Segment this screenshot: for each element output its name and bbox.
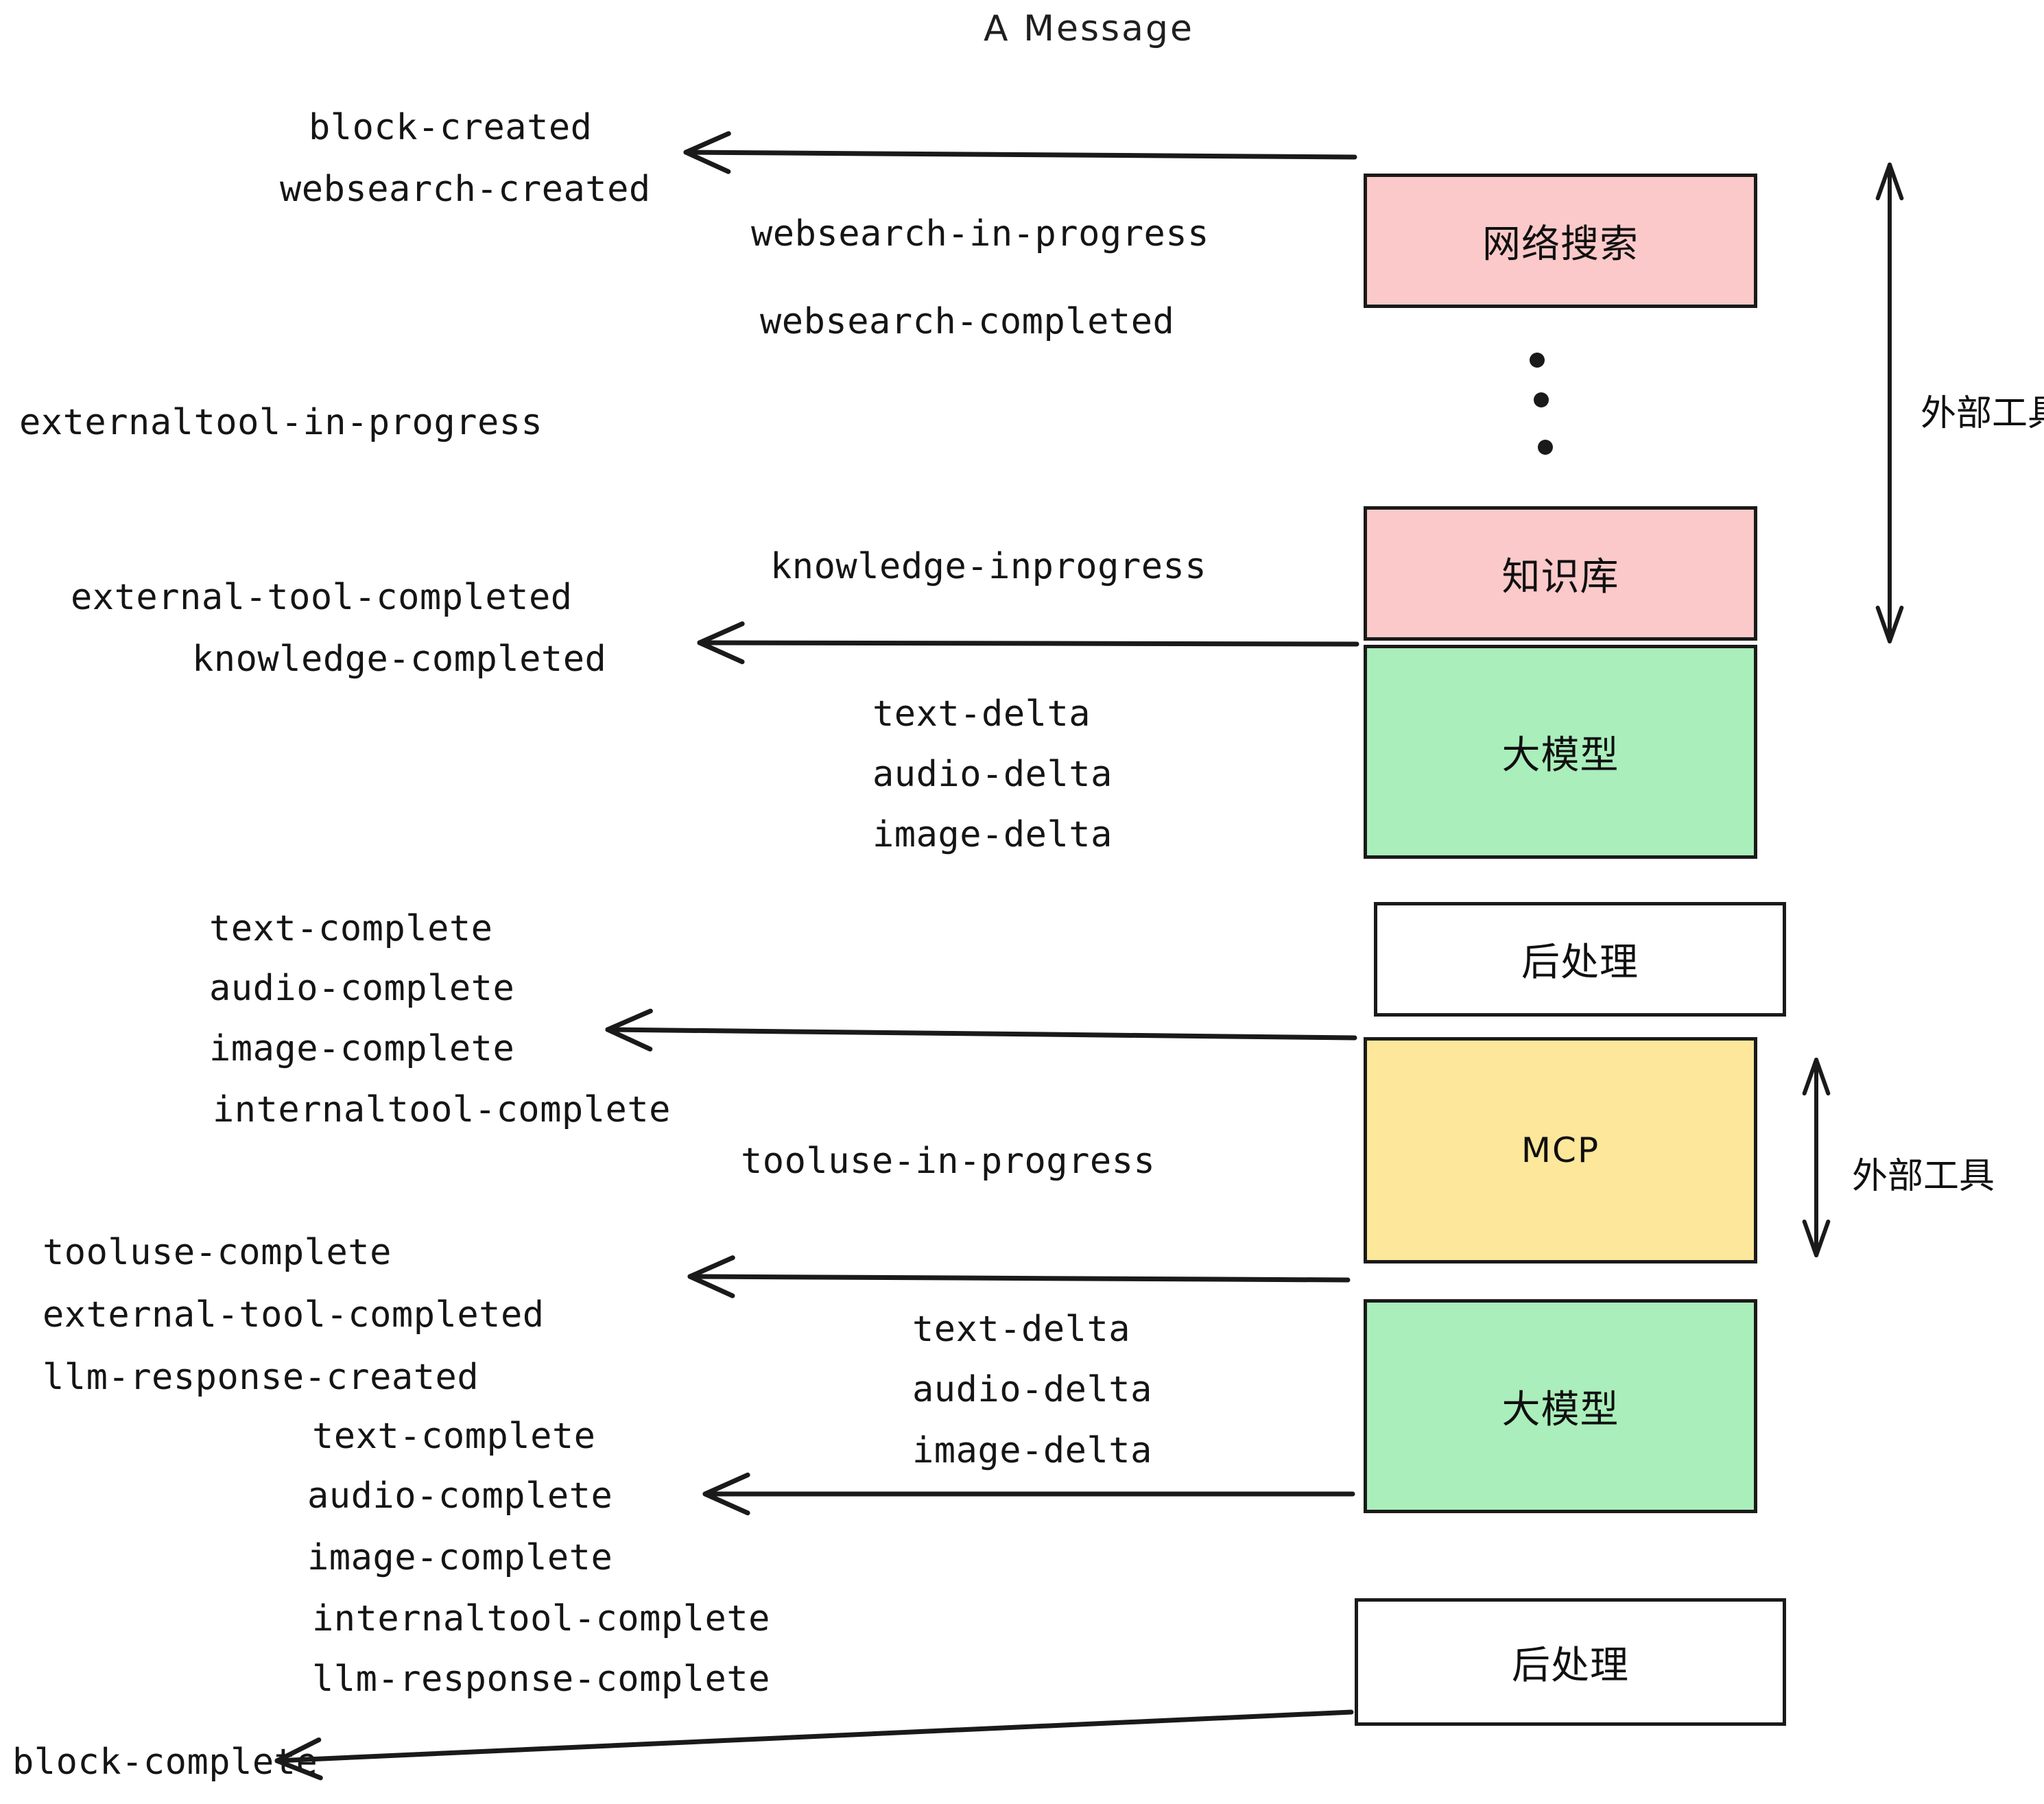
external-tools-bottom-head-up: [1802, 1058, 1831, 1096]
event-label-image-delta-2: image-delta: [912, 1430, 1152, 1471]
event-label-audio-complete-2: audio-complete: [307, 1475, 613, 1517]
arrow-block-complete-shaft: [274, 1709, 1354, 1764]
event-label-tooluse-in-progress: tooluse-in-progress: [741, 1141, 1156, 1182]
arrow-audio-complete-head: [702, 1472, 750, 1516]
event-label-internaltool-complete-1: internaltool-complete: [213, 1089, 671, 1130]
event-label-audio-delta-2: audio-delta: [912, 1369, 1152, 1410]
external-tools-top-head-down: [1875, 605, 1904, 643]
arrow-knowledge-completed-shaft: [697, 640, 1359, 647]
event-label-externaltool-in-progress: externaltool-in-progress: [19, 402, 543, 443]
ellipsis-dot: [1538, 440, 1553, 455]
arrow-tooluse-complete-head: [687, 1255, 735, 1298]
external-tools-top-head-up: [1875, 163, 1904, 201]
event-label-tooluse-complete: tooluse-complete: [43, 1232, 392, 1273]
component-label-knowledge: 知识库: [1501, 554, 1619, 600]
event-label-text-delta-2: text-delta: [912, 1309, 1131, 1350]
arrow-image-complete-shaft: [605, 1027, 1357, 1041]
page-title: A Message: [984, 8, 1195, 49]
arrow-block-created-head: [683, 131, 731, 174]
event-label-block-complete: block-complete: [12, 1742, 318, 1783]
bracket-label-external-tools-top: 外部工具: [1921, 393, 2044, 434]
event-label-text-complete-2: text-complete: [312, 1416, 596, 1457]
component-box-llm-2: 大模型: [1364, 1299, 1757, 1513]
event-label-image-complete-2: image-complete: [307, 1537, 613, 1578]
event-label-knowledge-inprogress: knowledge-inprogress: [770, 546, 1207, 587]
event-label-llm-response-created: llm-response-created: [43, 1357, 479, 1398]
event-label-image-complete-1: image-complete: [209, 1028, 515, 1069]
component-box-websearch: 网络搜索: [1364, 174, 1757, 308]
event-label-external-tool-completed-1: external-tool-completed: [71, 577, 573, 618]
bracket-label-external-tools-bottom: 外部工具: [1852, 1156, 1995, 1197]
component-box-postprocess-1: 后处理: [1374, 902, 1786, 1017]
component-label-websearch: 网络搜索: [1482, 222, 1639, 267]
arrow-knowledge-completed-head: [697, 621, 745, 665]
event-label-audio-complete-1: audio-complete: [209, 968, 515, 1009]
component-box-mcp: MCP: [1364, 1037, 1757, 1263]
component-label-postprocess-1: 后处理: [1521, 940, 1639, 985]
component-label-llm-1: 大模型: [1501, 733, 1619, 778]
component-label-postprocess-2: 后处理: [1512, 1643, 1629, 1688]
event-label-websearch-completed: websearch-completed: [760, 301, 1175, 342]
arrow-image-complete-head: [605, 1008, 653, 1052]
component-box-postprocess-2: 后处理: [1355, 1598, 1786, 1726]
event-label-external-tool-completed-2: external-tool-completed: [43, 1294, 545, 1336]
component-box-llm-1: 大模型: [1364, 645, 1757, 859]
component-box-knowledge: 知识库: [1364, 506, 1757, 641]
event-label-knowledge-completed: knowledge-completed: [192, 639, 607, 680]
component-label-llm-2: 大模型: [1501, 1387, 1619, 1432]
event-label-llm-response-complete: llm-response-complete: [312, 1659, 770, 1700]
ellipsis-dot: [1530, 353, 1545, 368]
event-label-block-created: block-created: [309, 107, 593, 148]
event-label-text-complete-1: text-complete: [209, 908, 493, 949]
component-label-mcp: MCP: [1521, 1130, 1600, 1170]
event-label-websearch-in-progress: websearch-in-progress: [751, 213, 1209, 254]
arrow-tooluse-complete-shaft: [687, 1274, 1351, 1283]
ellipsis-dot: [1534, 392, 1549, 407]
event-label-audio-delta-1: audio-delta: [872, 754, 1113, 795]
event-label-internaltool-complete-2: internaltool-complete: [312, 1598, 770, 1639]
external-tools-bottom-head-down: [1802, 1219, 1831, 1257]
arrow-block-created-shaft: [683, 150, 1357, 160]
event-label-websearch-created: websearch-created: [280, 169, 651, 210]
event-label-text-delta-1: text-delta: [872, 693, 1091, 735]
event-label-image-delta-1: image-delta: [872, 814, 1113, 855]
